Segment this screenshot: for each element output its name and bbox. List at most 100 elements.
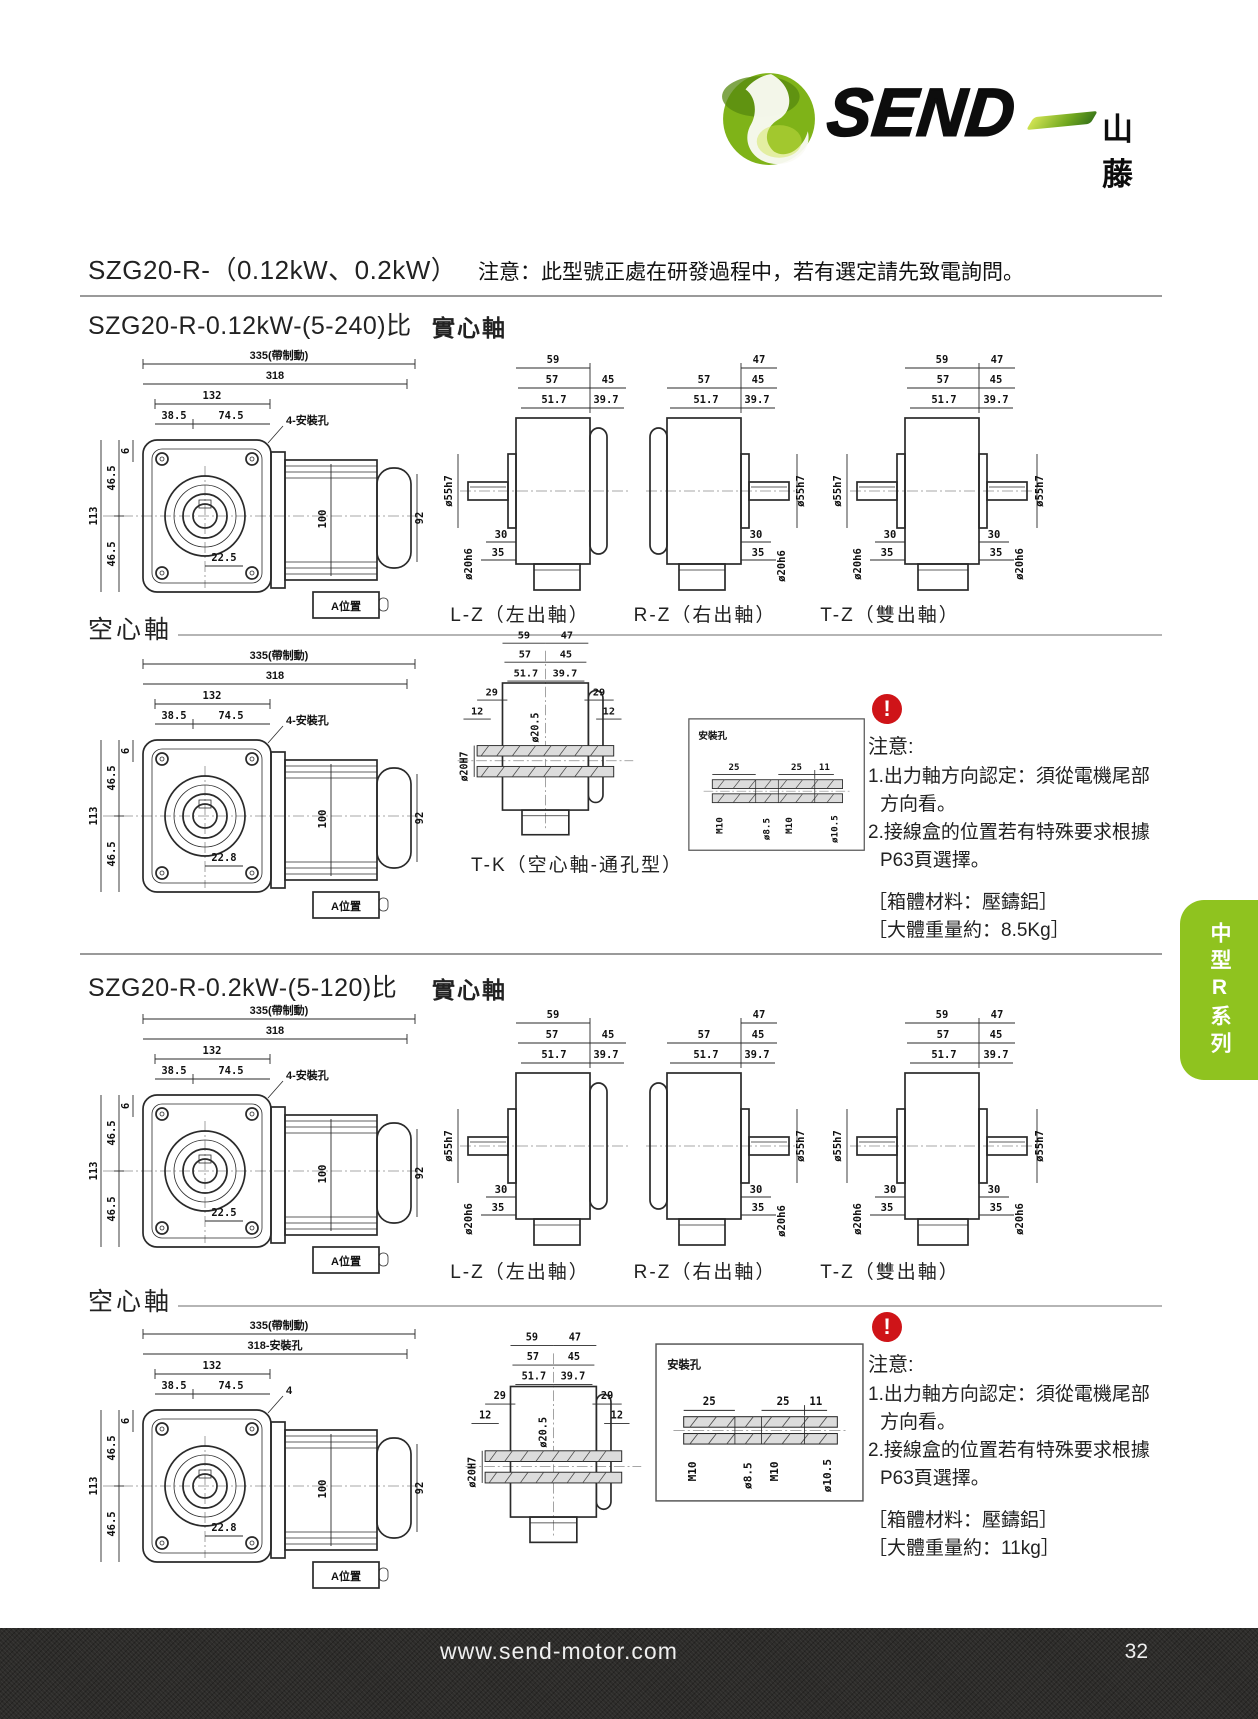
dim-29-right: 29 [601,1391,613,1402]
dim-30: 30 [495,1184,508,1196]
dim-57: 57 [546,374,559,386]
dim-45: 45 [560,650,572,661]
gearhead-body [856,1072,1028,1246]
gearhead-body [467,1072,608,1246]
tz-view-012kw: 59 47 57 45 51.7 39.7 ø55h7 ø55h7 ø20h6 … [826,352,1061,600]
dim-overall: 318 [266,670,284,682]
dim-35: 35 [492,1202,505,1214]
dim-m10-left: M10 [715,817,726,834]
dim-51-7: 51.7 [541,394,566,406]
a-position-box [312,1561,389,1589]
dimension-lines [667,363,798,561]
dim-39-7: 39.7 [983,394,1008,406]
dim-39-7: 39.7 [561,1372,586,1383]
caption-lz-1: L-Z（左出軸） [450,605,590,626]
series-tab: 中型R系列 [1180,900,1258,1080]
approx-weight: ［大體重量約：11kg］ [868,1538,1060,1559]
dim-51-7: 51.7 [693,1049,718,1061]
dim-motor2: 92 [414,1482,426,1495]
motor-body [270,1106,412,1244]
dim-h1: 46.5 [106,765,118,790]
detail-border [688,718,865,851]
tz-view-02kw: 59 47 57 45 51.7 39.7 ø55h7 ø55h7 ø20h6 … [826,1007,1061,1255]
a-position-box [312,891,389,919]
dim-m10-right: M10 [784,817,795,834]
notes-line-2: 方向看。 [880,1412,957,1433]
dim-h3: 6 [120,748,132,754]
mount-hole-label: 安裝孔 [698,730,727,742]
dim-30-left: 30 [884,529,897,541]
dim-d1: 38.5 [161,710,186,722]
brand-cjk: 山藤 [1102,112,1143,192]
gearhead-body [467,417,608,591]
dim-d2: 74.5 [218,410,243,422]
dim-35: 35 [492,547,505,559]
notes-line-4: P63頁選擇。 [880,850,990,871]
dim-39-7: 39.7 [593,394,618,406]
dim-d1: 38.5 [161,410,186,422]
dimension-lines [667,1018,798,1216]
hollow-shaft-label-1: 空心軸 [88,616,173,644]
dim-hub: ø20H7 [467,1457,478,1488]
dim-30-right: 30 [988,529,1001,541]
dim-h3: 6 [120,448,132,454]
dim-8-5: ø8.5 [741,1462,754,1489]
dim-57: 57 [698,1029,711,1041]
center-lines [457,650,634,831]
page-number: 32 [1124,1640,1148,1663]
dim-45: 45 [990,374,1003,386]
dim-45: 45 [752,374,765,386]
tk-view-02kw: 59 47 57 45 51.7 39.7 29 29 12 12 ø20.5 … [450,1330,650,1556]
dim-29-right: 29 [593,687,605,698]
dim-shaft-dia: ø20h6 [463,548,475,580]
dim-30: 30 [495,529,508,541]
dim-39-7: 39.7 [553,668,578,679]
dim-30-right: 30 [988,1184,1001,1196]
tz-output-view: 59 47 57 45 51.7 39.7 ø55h7 ø55h7 ø20h6 … [832,1009,1046,1246]
dimension-lines [846,1018,1038,1216]
dim-59: 59 [936,1009,949,1021]
globe-icon [722,73,815,165]
dim-45: 45 [752,1029,765,1041]
dim-35-right: 35 [990,547,1003,559]
hole-plate [683,1416,838,1445]
dim-47: 47 [753,1009,766,1021]
dim-m10-left: M10 [686,1461,699,1481]
dim-45: 45 [990,1029,1003,1041]
dim-59: 59 [547,354,560,366]
dim-45: 45 [602,374,615,386]
dim-offset: 22.5 [211,552,236,564]
brand-wordmark: SEND [823,73,1020,150]
notes-line-3: 2.接線盒的位置若有特殊要求根據 [868,822,1150,843]
dimension-lines [457,1018,626,1216]
dim-45: 45 [602,1029,615,1041]
dimension-lines [100,359,418,592]
dim-d2: 74.5 [218,1065,243,1077]
dim-12-right: 12 [603,706,615,717]
dim-12-right: 12 [611,1411,623,1422]
mount-hole-detail: 安裝孔 25 25 11 M10 ø8.5 M10 ø10.5 [688,718,865,851]
dim-shaft-boss-left: ø55h7 [832,1130,844,1162]
dimension-lines [100,1329,418,1562]
dim-hub: ø20H7 [459,751,470,781]
mount-detail-02kw: 安裝孔 25 25 11 M10 ø8.5 M10 ø10.5 [655,1343,865,1503]
dim-shaft-boss-right: ø55h7 [1034,1130,1046,1162]
dim-39-7: 39.7 [744,394,769,406]
dim-total: 335(帶制動) [250,348,309,362]
dim-29-left: 29 [486,687,498,698]
development-note: 注意：此型號正處在研發過程中，若有選定請先致電詢問。 [478,261,1024,284]
notes-heading: 注意: [868,1354,914,1376]
dim-offset: 22.5 [211,1207,236,1219]
section1-title: SZG20-R-0.12kW-(5-240)比 [88,312,412,340]
lz-view-012kw: 59 57 45 51.7 39.7 ø55h7 ø20h6 30 35 [438,352,633,600]
dim-25-right: 25 [791,762,802,773]
dim-motor2: 92 [414,1167,426,1180]
mount-hole-label: 安裝孔 [667,1357,701,1371]
a-position-label: A位置 [331,1254,361,1268]
approx-weight: ［大體重量約：8.5Kg］ [868,920,1070,941]
dim-25-right: 25 [777,1395,790,1408]
dim-h2: 46.5 [106,541,118,566]
dim-gear: 132 [203,1360,222,1372]
hollow-divider-1 [178,634,1162,636]
dim-30-left: 30 [884,1184,897,1196]
